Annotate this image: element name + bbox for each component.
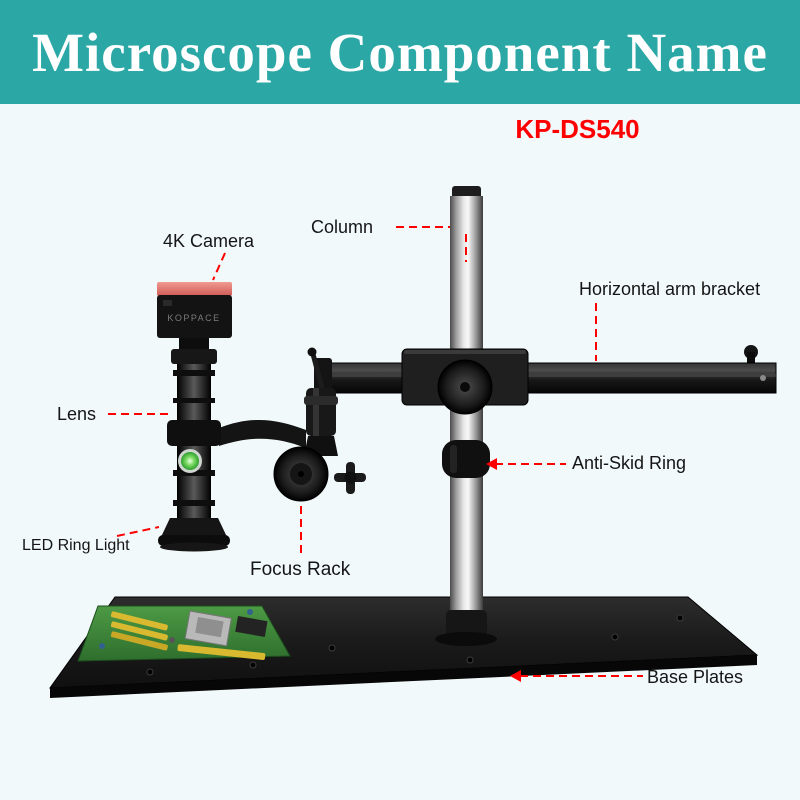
page-title: Microscope Component Name: [32, 21, 768, 83]
focus-rack: [273, 347, 366, 502]
label-led-ring-light: LED Ring Light: [22, 537, 130, 554]
camera-brand-text: KOPPACE: [167, 313, 220, 323]
line-led-ring: [116, 526, 160, 537]
model-number: KP-DS540: [515, 114, 640, 144]
annotation-lines: [108, 226, 643, 677]
label-column: Column: [311, 217, 374, 237]
line-4k-camera: [212, 252, 226, 281]
annotation-arrowheads: [486, 458, 521, 682]
label-4k-camera: 4K Camera: [163, 231, 255, 251]
column-base-collar: [435, 610, 497, 646]
lens-assembly: [158, 349, 306, 552]
arrow-base-plates: [510, 670, 521, 682]
camera: KOPPACE: [157, 282, 232, 350]
arrow-anti-skid: [486, 458, 497, 470]
header-banner: Microscope Component Name: [0, 0, 800, 104]
circuit-board: [77, 605, 291, 662]
label-lens: Lens: [57, 404, 97, 424]
label-focus-rack: Focus Rack: [250, 559, 351, 580]
anti-skid-ring: [442, 440, 490, 478]
cross-knob: [334, 462, 366, 494]
horizontal-arm: [314, 345, 777, 398]
label-base-plates: Base Plates: [647, 667, 744, 687]
label-horizontal-arm-bracket: Horizontal arm bracket: [579, 279, 761, 299]
arm-mount-block: [401, 348, 529, 415]
label-anti-skid-ring: Anti-Skid Ring: [572, 453, 687, 473]
led-ring-light: [158, 518, 230, 552]
